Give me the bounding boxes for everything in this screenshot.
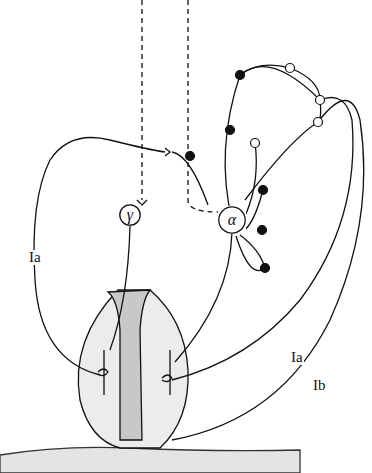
fiber-label: Ib <box>312 378 327 393</box>
fiber-label: Ia <box>28 250 42 265</box>
alpha-axon <box>175 232 232 362</box>
spindle-end <box>104 350 170 395</box>
ia-fiber <box>34 138 165 376</box>
axon <box>172 152 208 205</box>
gamma-axon <box>110 226 130 350</box>
fiber-label: Ia <box>290 350 304 365</box>
interneuron-chain <box>240 67 320 100</box>
intrafusal-fiber <box>108 290 150 440</box>
interneuron-chain <box>246 143 256 214</box>
neuron-label: α <box>228 212 236 228</box>
descending-path <box>188 0 218 212</box>
bone <box>0 447 300 473</box>
neuron-circle: α <box>218 206 246 234</box>
neuron-label: γ <box>127 207 133 223</box>
ib-fiber <box>172 100 364 440</box>
ia-fiber <box>172 98 353 381</box>
interneuron-chain <box>225 65 321 220</box>
descending-path <box>141 0 142 200</box>
neuron-circle: γ <box>119 204 141 226</box>
muscle-outline <box>78 290 188 448</box>
synapse-terminal <box>165 148 170 156</box>
